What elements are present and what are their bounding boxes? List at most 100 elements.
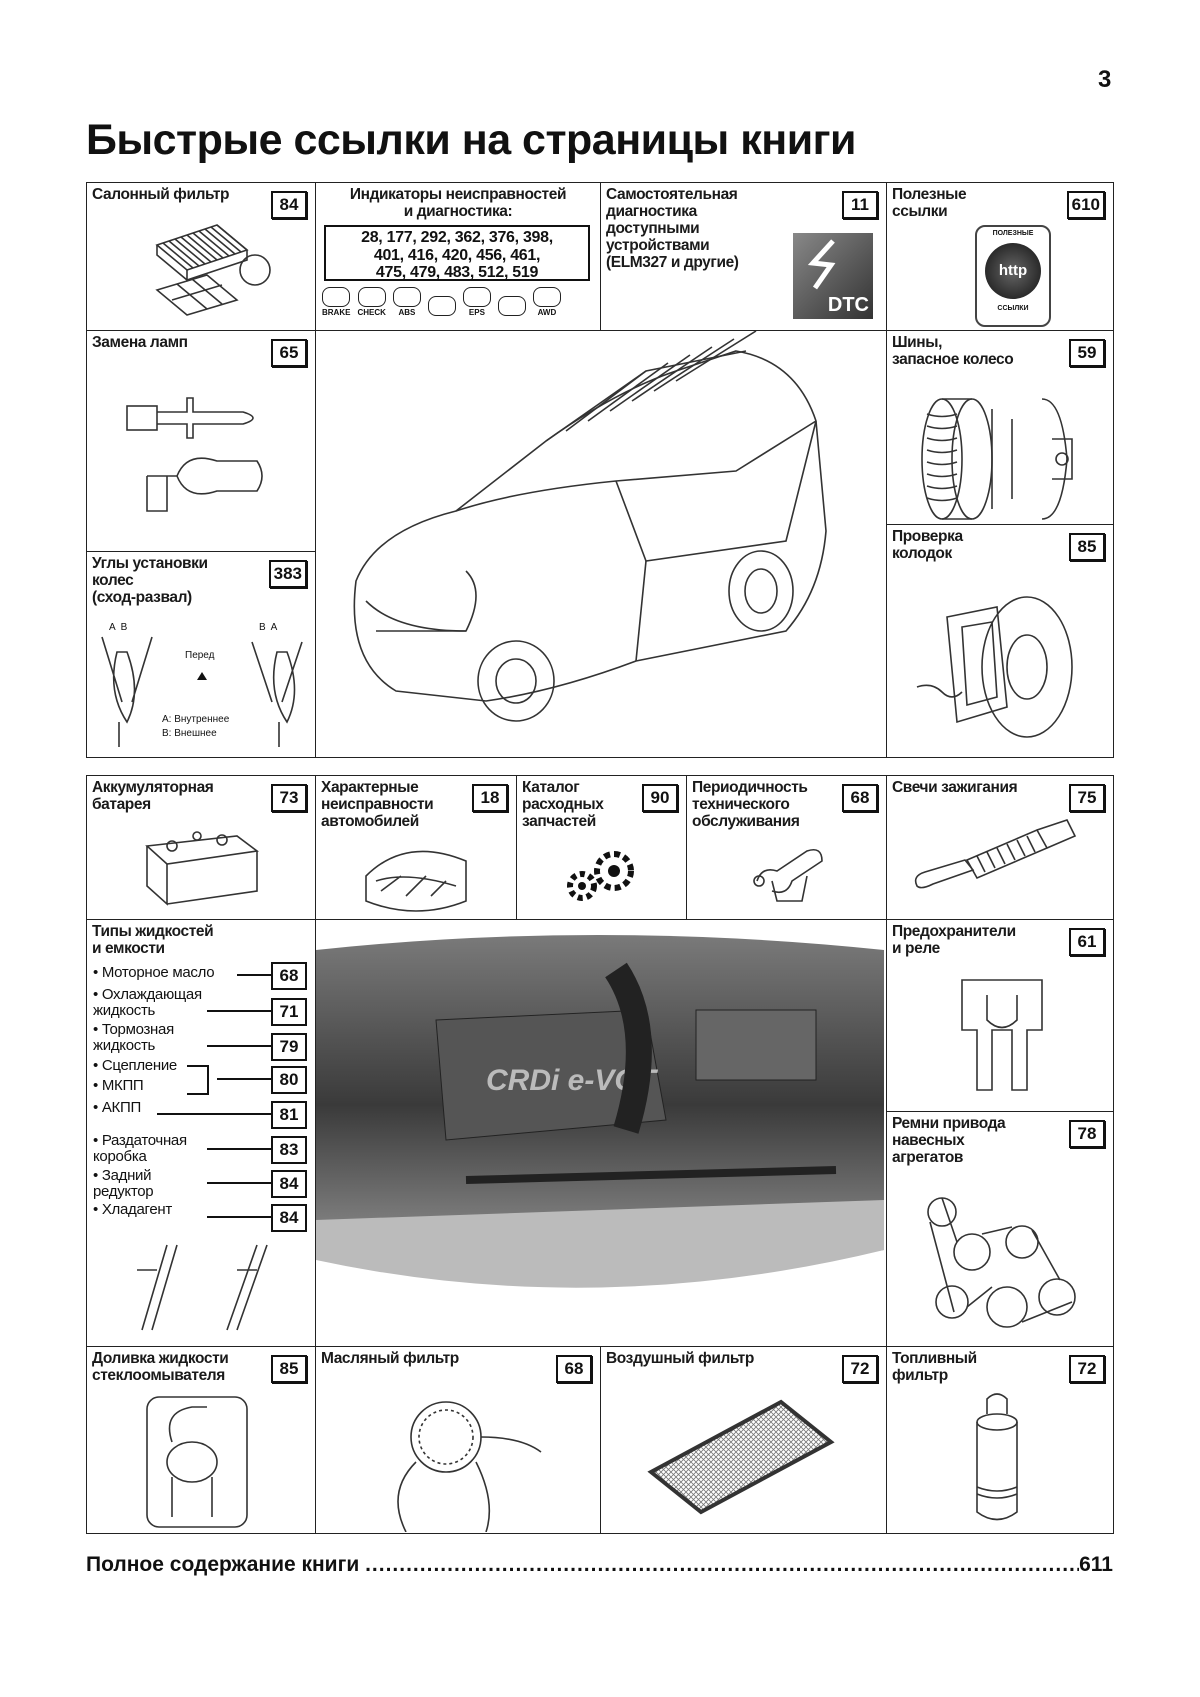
fluid-page-number[interactable]: 79 — [271, 1033, 307, 1061]
useful-links-badge-mid: http — [985, 243, 1041, 299]
washer-fluid-page-number[interactable]: 85 — [271, 1355, 307, 1383]
fluid-item: • МКПП — [93, 1077, 144, 1094]
page-number: 3 — [1098, 66, 1112, 93]
page-title: Быстрые ссылки на страницы книги — [86, 116, 857, 164]
air-filter-page-number[interactable]: 72 — [842, 1355, 878, 1383]
self-diagnostics-page-number[interactable]: 11 — [842, 191, 878, 219]
battery-page-number[interactable]: 73 — [271, 784, 307, 812]
leader-line — [207, 1216, 271, 1218]
quick-link-indicators[interactable]: Индикаторы неисправностей и диагностика:… — [315, 182, 601, 331]
belts-illustration — [912, 1182, 1082, 1337]
car-illustration — [316, 331, 876, 756]
fluid-item: • Хладагент — [93, 1201, 172, 1218]
fluid-item: • АКПП — [93, 1099, 141, 1116]
footer-label: Полное содержание книги — [86, 1553, 360, 1576]
fluids-label: Типы жидкостей и емкости — [92, 923, 214, 957]
fluid-item: • Задний редуктор — [93, 1167, 154, 1200]
diagnostic-pages-line[interactable]: 401, 416, 420, 456, 461, — [373, 246, 541, 264]
alignment-left-marks: A B — [109, 622, 128, 633]
wiper-illustration — [107, 1240, 297, 1345]
self-diagnostics-label: Самостоятельная диагностика доступными у… — [606, 186, 739, 271]
spark-plugs-page-number[interactable]: 75 — [1069, 784, 1105, 812]
quick-link-lamps[interactable]: Замена ламп 65 — [86, 330, 316, 552]
footer-page[interactable]: 611 — [1079, 1553, 1113, 1576]
fluid-page-number[interactable]: 71 — [271, 998, 307, 1026]
tires-page-number[interactable]: 59 — [1069, 339, 1105, 367]
diagnostic-pages-line[interactable]: 28, 177, 292, 362, 376, 398, — [361, 229, 553, 246]
quick-link-fuses[interactable]: Предохранители и реле 61 — [886, 919, 1114, 1112]
abs-icon-text: ABS — [398, 308, 416, 317]
oil-filter-label: Масляный фильтр — [321, 1350, 459, 1367]
abs-icon: ABS — [392, 287, 421, 317]
quick-link-cabin-filter[interactable]: Салонный фильтр 84 — [86, 182, 316, 331]
fluid-page-number[interactable]: 81 — [271, 1101, 307, 1129]
awd-icon: AWD — [532, 287, 561, 317]
fuses-illustration — [942, 970, 1062, 1105]
fuses-page-number[interactable]: 61 — [1069, 928, 1105, 956]
full-contents-link[interactable]: Полное содержание книги ................… — [86, 1553, 1113, 1577]
fluid-page-number[interactable]: 84 — [271, 1170, 307, 1198]
quick-link-car[interactable] — [315, 330, 887, 758]
alignment-legend-a: A: Внутреннее — [162, 714, 230, 725]
oil-pressure-icon — [497, 296, 526, 317]
useful-links-page-number[interactable]: 610 — [1066, 191, 1105, 219]
quick-link-fluids[interactable]: Типы жидкостей и емкости • Моторное масло… — [86, 919, 316, 1347]
wheel-alignment-page-number[interactable]: 383 — [268, 560, 307, 588]
brake-pads-page-number[interactable]: 85 — [1069, 533, 1105, 561]
spark-plugs-label: Свечи зажигания — [892, 779, 1018, 796]
airbag-icon — [427, 296, 456, 317]
fluid-item: • Тормозная жидкость — [93, 1021, 174, 1054]
brake-pads-illustration — [907, 587, 1087, 752]
parts-catalog-page-number[interactable]: 90 — [642, 784, 678, 812]
typical-faults-page-number[interactable]: 18 — [472, 784, 508, 812]
useful-links-label: Полезные ссылки — [892, 186, 967, 220]
bracket-line — [187, 1065, 209, 1095]
cabin-filter-illustration — [137, 215, 277, 330]
quick-link-oil-filter[interactable]: Масляный фильтр 68 — [315, 1346, 601, 1534]
leader-line — [207, 1045, 271, 1047]
fluid-item: • Сцепление — [93, 1057, 177, 1074]
oil-filter-page-number[interactable]: 68 — [556, 1355, 592, 1383]
awd-icon-text: AWD — [537, 308, 557, 317]
fluid-page-number[interactable]: 83 — [271, 1136, 307, 1164]
quick-link-maintenance[interactable]: Периодичность технического обслуживания 6… — [686, 775, 887, 920]
quick-link-engine-bay[interactable]: CRDi e-VGT — [315, 919, 887, 1347]
fuses-label: Предохранители и реле — [892, 923, 1016, 957]
quick-link-self-diagnostics[interactable]: Самостоятельная диагностика доступными у… — [600, 182, 887, 331]
fluid-item: • Охлаждающая жидкость — [93, 986, 202, 1019]
brake-warning-icon-text: BRAKE — [322, 308, 351, 317]
cabin-filter-label: Салонный фильтр — [92, 186, 230, 203]
check-engine-icon-text: CHECK — [357, 308, 386, 317]
lamps-page-number[interactable]: 65 — [271, 339, 307, 367]
fluid-page-number[interactable]: 84 — [271, 1204, 307, 1232]
fluid-page-number[interactable]: 68 — [271, 962, 307, 990]
diagnostic-pages-list: 28, 177, 292, 362, 376, 398,401, 416, 42… — [324, 225, 590, 281]
fluid-page-number[interactable]: 80 — [271, 1066, 307, 1094]
air-filter-illustration — [641, 1392, 841, 1527]
quick-link-spark-plugs[interactable]: Свечи зажигания 75 — [886, 775, 1114, 920]
brake-warning-icon: BRAKE — [322, 287, 350, 317]
fuel-filter-page-number[interactable]: 72 — [1069, 1355, 1105, 1383]
maintenance-label: Периодичность технического обслуживания — [692, 779, 808, 830]
diagnostic-pages-line[interactable]: 475, 479, 483, 512, 519 — [375, 264, 539, 281]
belts-page-number[interactable]: 78 — [1069, 1120, 1105, 1148]
lamps-label: Замена ламп — [92, 334, 188, 351]
cabin-filter-page-number[interactable]: 84 — [271, 191, 307, 219]
maintenance-page-number[interactable]: 68 — [842, 784, 878, 812]
fluid-item: • Моторное масло — [93, 964, 215, 981]
parts-catalog-illustration — [552, 841, 652, 916]
